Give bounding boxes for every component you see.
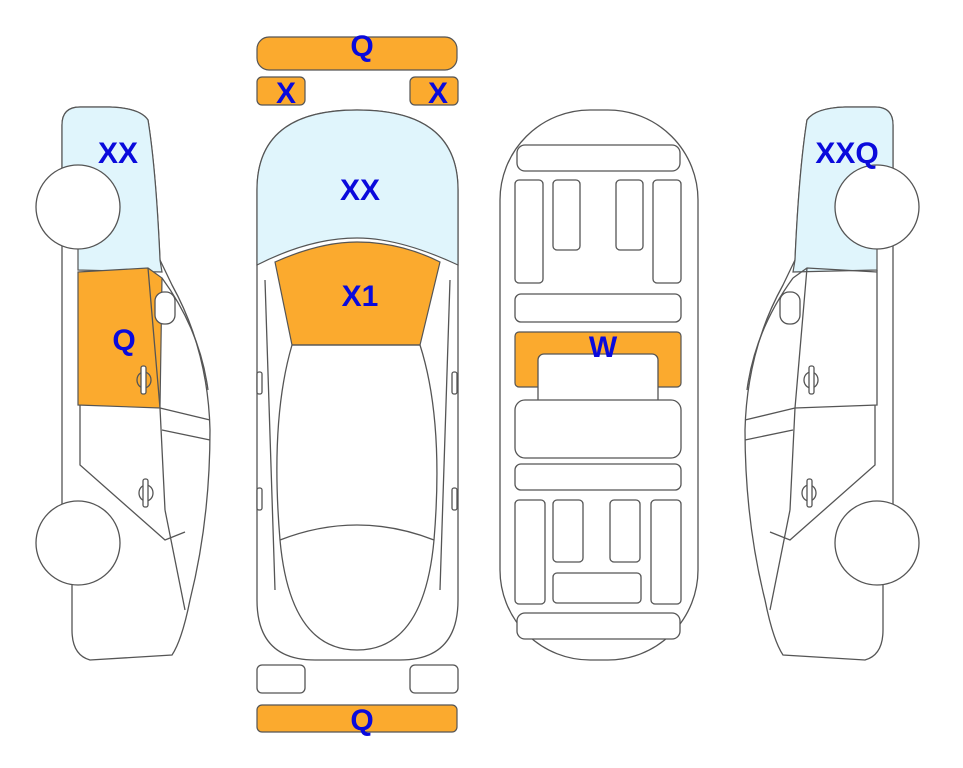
front-left-light[interactable]: [256, 76, 306, 106]
right-side-glass-label: XXQ: [815, 137, 878, 170]
left-rear-wheel: [35, 500, 121, 586]
rear-left-light[interactable]: [256, 664, 306, 694]
front-bumper-label: Q: [350, 30, 373, 63]
windshield-label: XX: [340, 174, 380, 207]
interior-panel-label: W: [589, 331, 618, 364]
left-side-view: XX Q: [35, 106, 211, 661]
front-left-light-label: X: [276, 77, 296, 110]
interior-view: W: [499, 109, 699, 661]
right-side-view: [744, 106, 920, 661]
door-handle-icon: [136, 365, 154, 508]
hood-label: X1: [342, 280, 379, 313]
front-right-light[interactable]: [409, 76, 459, 106]
rear-bumper-label: Q: [350, 704, 373, 737]
windshield[interactable]: [256, 109, 459, 266]
right-front-wheel: [834, 164, 920, 250]
rear-right-light[interactable]: [409, 664, 459, 694]
left-front-door-label: Q: [112, 324, 135, 357]
left-front-wheel: [35, 164, 121, 250]
top-view: Q X X XX X1 Q: [256, 30, 459, 737]
hood[interactable]: [274, 241, 441, 346]
left-side-glass-label: XX: [98, 137, 138, 170]
right-rear-wheel: [834, 500, 920, 586]
rear-bumper[interactable]: [256, 704, 458, 733]
front-bumper[interactable]: [256, 36, 458, 71]
left-mirror: [154, 291, 176, 325]
front-right-light-label: X: [428, 77, 448, 110]
